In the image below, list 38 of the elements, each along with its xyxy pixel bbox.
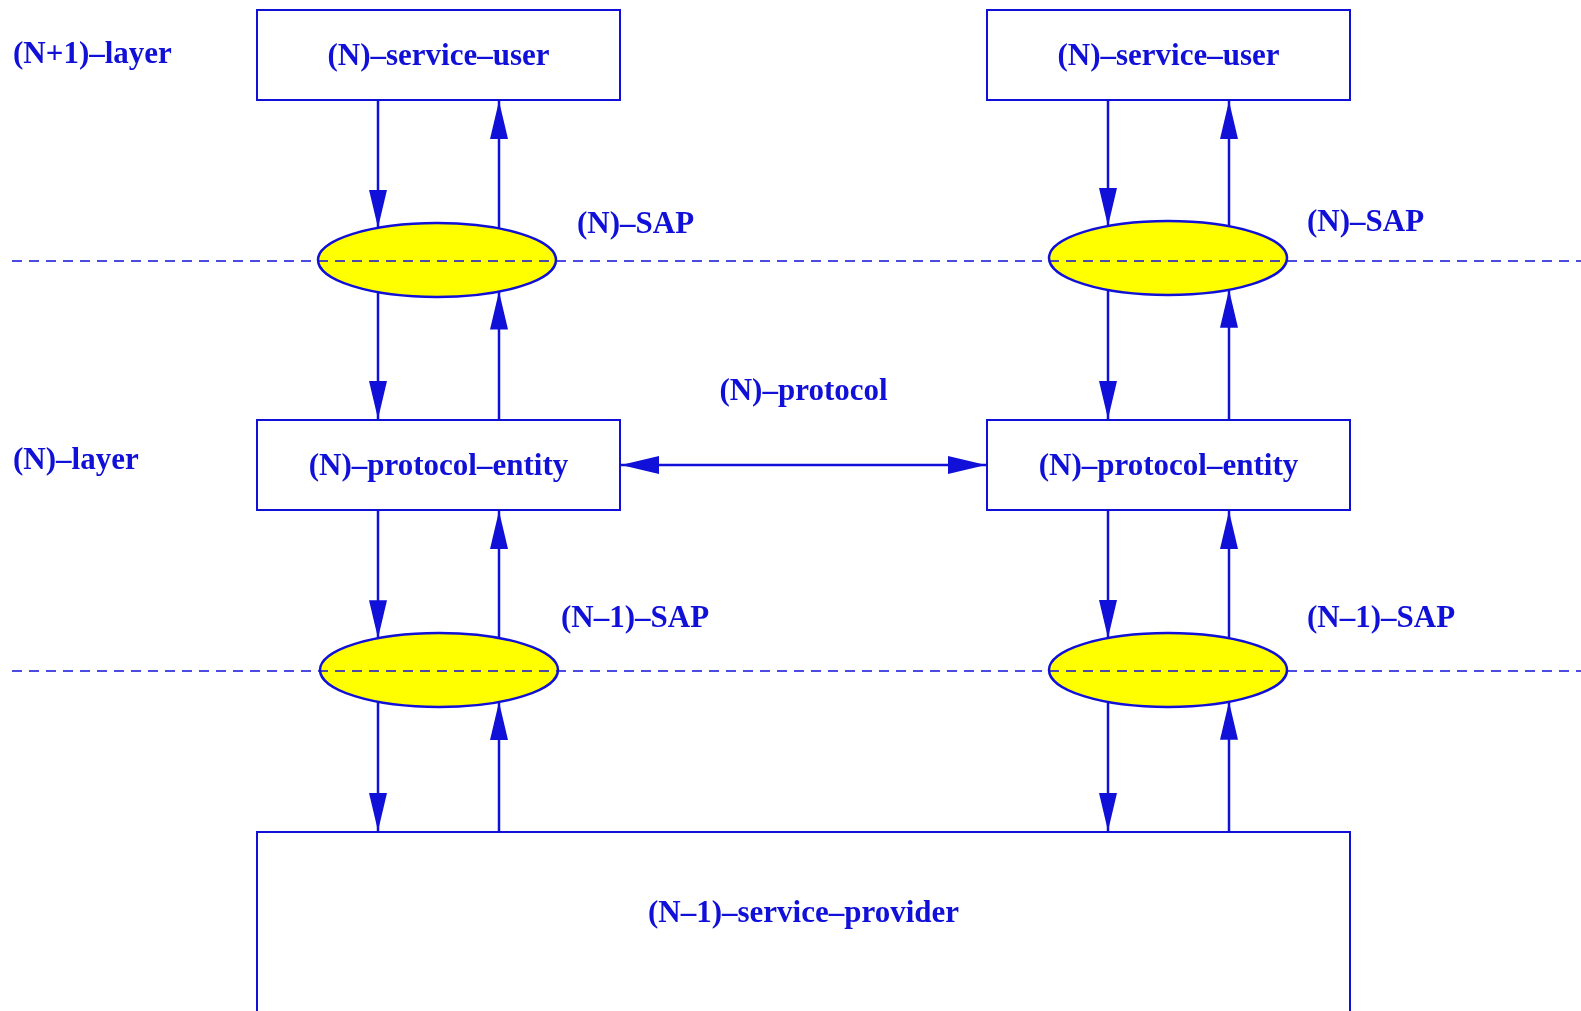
layer-label: (N+1)–layer (13, 36, 172, 71)
arrow (621, 456, 986, 474)
arrow (1099, 511, 1117, 639)
arrow (369, 101, 387, 228)
layer-label: (N)–layer (13, 442, 139, 477)
arrow (1220, 701, 1238, 831)
arrow (1099, 289, 1117, 419)
service-user-box (986, 9, 1351, 101)
arrow (369, 292, 387, 419)
arrow (1220, 289, 1238, 419)
arrow (490, 101, 508, 229)
sap-ellipse (318, 223, 556, 297)
arrow (490, 291, 508, 419)
sap-ellipse (320, 633, 558, 707)
arrow (369, 701, 387, 831)
node-label: (N)–protocol–entity (1038, 447, 1299, 483)
arrow (490, 511, 508, 639)
edge-label: (N)–protocol (719, 373, 888, 408)
sap-label: (N)–SAP (577, 206, 695, 241)
node-label: (N)–protocol–entity (308, 447, 569, 483)
arrow (369, 511, 387, 639)
sap-label: (N–1)–SAP (1307, 600, 1456, 635)
service-provider-box (256, 831, 1351, 1011)
sap-label: (N)–SAP (1307, 204, 1425, 239)
node-label: (N)–service–user (1057, 37, 1280, 73)
arrow (1099, 101, 1117, 227)
protocol-entity-box (256, 419, 621, 511)
arrow (1220, 511, 1238, 639)
protocol-entity-box (986, 419, 1351, 511)
node-label: (N)–service–user (327, 37, 550, 73)
node-label: (N–1)–service–provider (647, 895, 960, 930)
arrow (1099, 701, 1117, 831)
arrow (1220, 101, 1238, 227)
arrow (490, 701, 508, 831)
sap-ellipse (1049, 633, 1287, 707)
service-user-box (256, 9, 621, 101)
sap-label: (N–1)–SAP (561, 600, 710, 635)
sap-ellipse (1049, 221, 1287, 295)
